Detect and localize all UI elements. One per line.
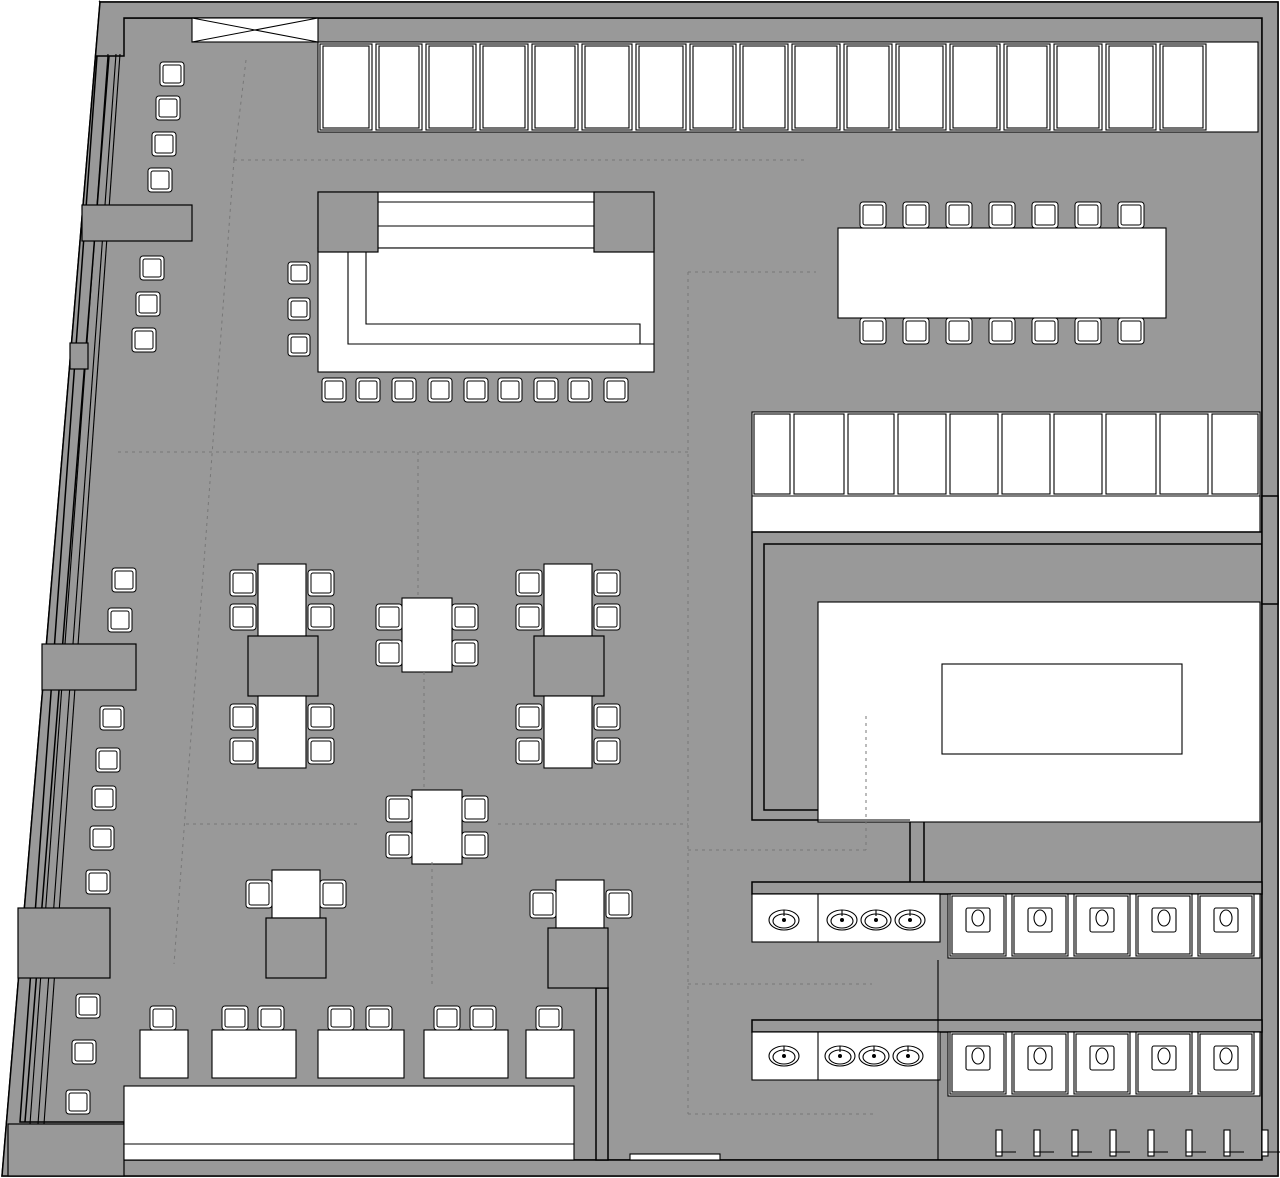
bar-stools	[287, 261, 629, 403]
booth-row-north	[317, 41, 1259, 133]
communal-table	[837, 227, 1167, 319]
circulation-lines	[118, 59, 876, 1115]
urinals	[995, 1129, 1280, 1157]
booth	[753, 413, 791, 495]
column	[247, 635, 319, 697]
table	[317, 1029, 405, 1079]
table	[555, 879, 605, 929]
table	[543, 563, 593, 637]
urinal	[1071, 1129, 1079, 1157]
table	[401, 597, 453, 673]
booth	[1159, 413, 1209, 495]
west-columns	[7, 204, 193, 1177]
table	[211, 1029, 297, 1079]
communal-chairs	[859, 201, 1145, 345]
booth	[1001, 413, 1051, 495]
u-shaped-bar	[317, 191, 655, 373]
south-tables	[139, 1005, 575, 1079]
column	[265, 917, 327, 979]
service-partition	[595, 987, 721, 1161]
booth	[1053, 413, 1103, 495]
booth	[847, 413, 895, 495]
kitchen	[751, 495, 1279, 885]
table	[257, 695, 307, 769]
dining-cluster	[229, 563, 633, 989]
booth	[1211, 413, 1259, 495]
table	[257, 563, 307, 637]
booth	[949, 413, 999, 495]
table	[543, 695, 593, 769]
column	[533, 635, 605, 697]
booth	[1105, 413, 1157, 495]
service-counter-south	[123, 1085, 575, 1161]
toilet-stalls	[949, 893, 1255, 1095]
restroom-sinks	[768, 909, 926, 1067]
urinal	[1223, 1129, 1231, 1157]
urinal	[1033, 1129, 1041, 1157]
booth	[793, 413, 845, 495]
window-counter-west	[65, 61, 185, 1115]
booth	[897, 413, 947, 495]
urinal	[1261, 1129, 1269, 1157]
table	[271, 869, 321, 919]
column	[547, 927, 609, 989]
table	[411, 789, 463, 865]
urinal	[1109, 1129, 1117, 1157]
urinal	[1185, 1129, 1193, 1157]
table	[423, 1029, 509, 1079]
urinal	[1147, 1129, 1155, 1157]
urinal	[995, 1129, 1003, 1157]
table	[525, 1029, 575, 1079]
table	[139, 1029, 189, 1079]
booth-row-east	[751, 411, 1261, 533]
entrance-door[interactable]	[191, 17, 319, 43]
